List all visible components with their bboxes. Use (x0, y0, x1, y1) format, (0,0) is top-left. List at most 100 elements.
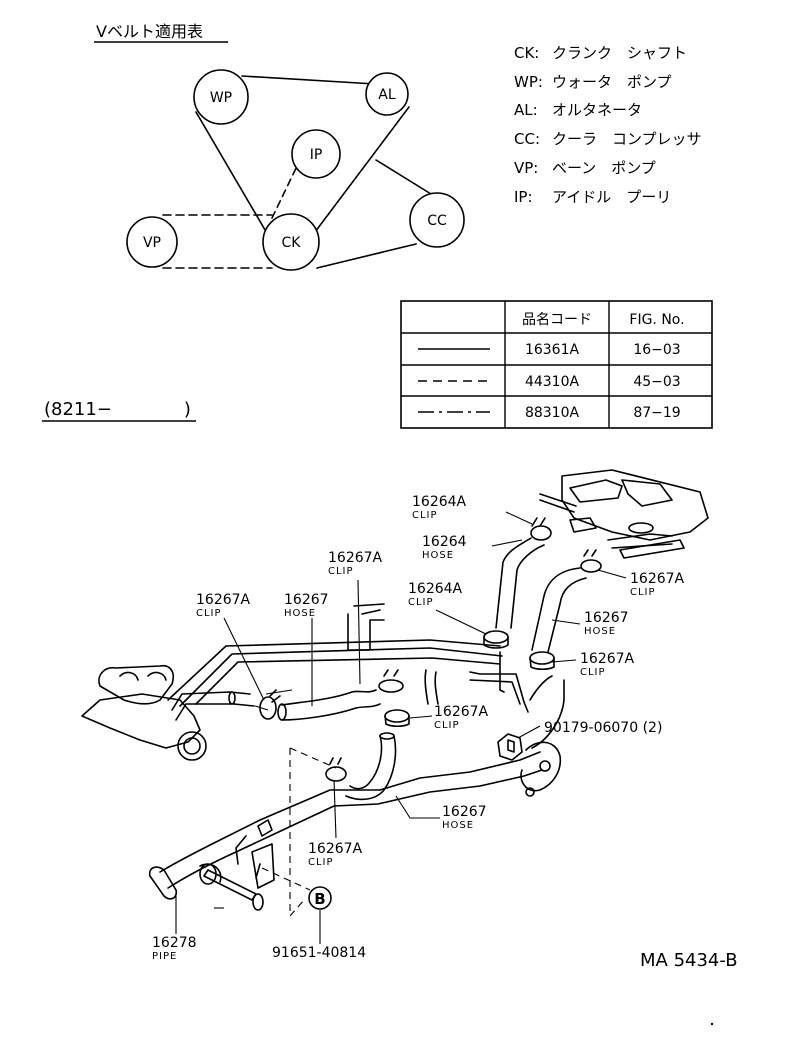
tube-stub (499, 651, 505, 693)
label-p4-sub: CLIP (196, 608, 222, 619)
leader-left (254, 689, 293, 711)
hose-16267-lower (345, 735, 397, 801)
engine-housing (539, 469, 709, 559)
label-p2-sub: HOSE (422, 550, 454, 561)
pulley-al: AL (365, 72, 409, 116)
dashed-belt-ip (271, 159, 301, 219)
legend-desc: ベーン ポンプ (552, 159, 656, 177)
pulley-ck: CK (262, 213, 320, 271)
label-p6-sub: CLIP (408, 597, 434, 608)
label-p8-num: 16267 (584, 610, 629, 626)
tube-down (424, 669, 439, 705)
belt-chart-title: Vベルト適用表 (96, 22, 203, 41)
part-labels: 16264A CLIP 16264 HOSE 16267A CLIP 16267… (152, 494, 685, 962)
parts-drawing: B (81, 469, 709, 944)
pulley-wp-label: WP (210, 90, 232, 106)
label-p12-num: 16267 (442, 804, 487, 820)
legend-desc: ウォータ ポンプ (552, 73, 672, 91)
leader-p13 (333, 779, 337, 839)
label-p10-num: 16267A (434, 704, 489, 720)
pipe-16278 (148, 741, 562, 900)
label-p8-sub: HOSE (584, 626, 616, 637)
hose-16267-center (281, 689, 381, 721)
speck (710, 1022, 714, 1026)
label-p14-num: 16278 (152, 935, 197, 951)
leader-p9 (551, 659, 577, 663)
callout-b-letter: B (314, 890, 325, 908)
pulley-al-label: AL (378, 87, 396, 103)
tube-bend (469, 671, 529, 713)
leader-p6 (435, 609, 487, 635)
legend-code: IP: (514, 188, 533, 206)
bolt-91651 (199, 863, 264, 911)
leader-p12 (395, 795, 440, 819)
label-p3-num: 16267A (328, 550, 383, 566)
belt-code-table: 品名コード FIG. No. 16361A 16−03 44310A 45−03… (400, 300, 713, 429)
label-p11-num: 90179-06070 (2) (544, 720, 662, 736)
legend-code: CK: (514, 44, 539, 62)
table-header-part-code: 品名コード (522, 312, 592, 328)
leader-p3 (357, 579, 361, 685)
clip-16267a-left (259, 689, 281, 720)
drawing-code: MA 5434-B (640, 950, 738, 971)
solid-belt (195, 75, 432, 269)
pulley-cc-label: CC (427, 213, 447, 229)
leader-p8 (551, 619, 581, 625)
label-p1-num: 16264A (412, 494, 467, 510)
pulley-legend: CK: クランク シャフト WP: ウォータ ポンプ AL: オルタネータ CC… (514, 44, 702, 206)
clip-16267a-right (580, 549, 602, 573)
nut-90179 (497, 733, 523, 761)
pulley-cc: CC (409, 192, 465, 248)
pulley-ip: IP (291, 129, 341, 179)
leader-p7 (597, 569, 627, 579)
label-p12-sub: HOSE (442, 820, 474, 831)
clip-16267a-center (378, 669, 404, 693)
legend-desc: オルタネータ (552, 101, 642, 119)
intake-manifold-left (81, 664, 255, 761)
hose-16267-right (531, 567, 587, 653)
leader-p1 (505, 511, 533, 525)
pulley-ck-label: CK (282, 235, 302, 251)
clip-16267a-lower-center (384, 709, 410, 728)
date-range: (8211− ) (44, 399, 191, 420)
hose-16264 (495, 537, 545, 629)
legend-desc: クーラ コンプレッサ (552, 130, 702, 148)
label-p7-sub: CLIP (630, 587, 656, 598)
label-p14-sub: PIPE (152, 951, 177, 962)
label-p13-num: 16267A (308, 841, 363, 857)
legend-desc: クランク シャフト (552, 44, 687, 62)
legend-code: AL: (514, 101, 538, 119)
clip-16264a-top (530, 517, 552, 541)
bracket (347, 603, 385, 651)
label-p15-num: 91651-40814 (272, 945, 366, 961)
label-p4-num: 16267A (196, 592, 251, 608)
label-p9-num: 16267A (580, 651, 635, 667)
leader-p2 (491, 539, 523, 547)
long-tubes (167, 639, 503, 707)
table-cell-fig: 16−03 (633, 342, 680, 358)
legend-desc: アイドル プーリ (552, 188, 671, 206)
table-header-fig: FIG. No. (629, 312, 684, 328)
dashed-callout (261, 747, 337, 917)
leader-p11 (517, 725, 541, 739)
table-cell-fig: 45−03 (633, 374, 680, 390)
label-p1-sub: CLIP (412, 510, 438, 521)
pulley-ip-label: IP (310, 147, 323, 163)
label-p10-sub: CLIP (434, 720, 460, 731)
pulley-vp-label: VP (143, 235, 161, 251)
pulley-wp: WP (193, 69, 249, 125)
legend-code: VP: (514, 159, 538, 177)
label-p9-sub: CLIP (580, 667, 606, 678)
label-p13-sub: CLIP (308, 857, 334, 868)
clip-16267a-lower-left (325, 757, 347, 782)
pulley-vp: VP (126, 216, 178, 268)
table-cell-fig: 87−19 (633, 405, 680, 421)
table-cell-part: 44310A (525, 374, 580, 390)
dashed-belt-vp (162, 214, 273, 269)
belt-chart: Vベルト適用表 WP AL IP CC VP CK (94, 22, 713, 429)
label-p2-num: 16264 (422, 534, 467, 550)
label-p5-num: 16267 (284, 592, 329, 608)
label-p6-num: 16264A (408, 581, 463, 597)
label-p5-sub: HOSE (284, 608, 316, 619)
